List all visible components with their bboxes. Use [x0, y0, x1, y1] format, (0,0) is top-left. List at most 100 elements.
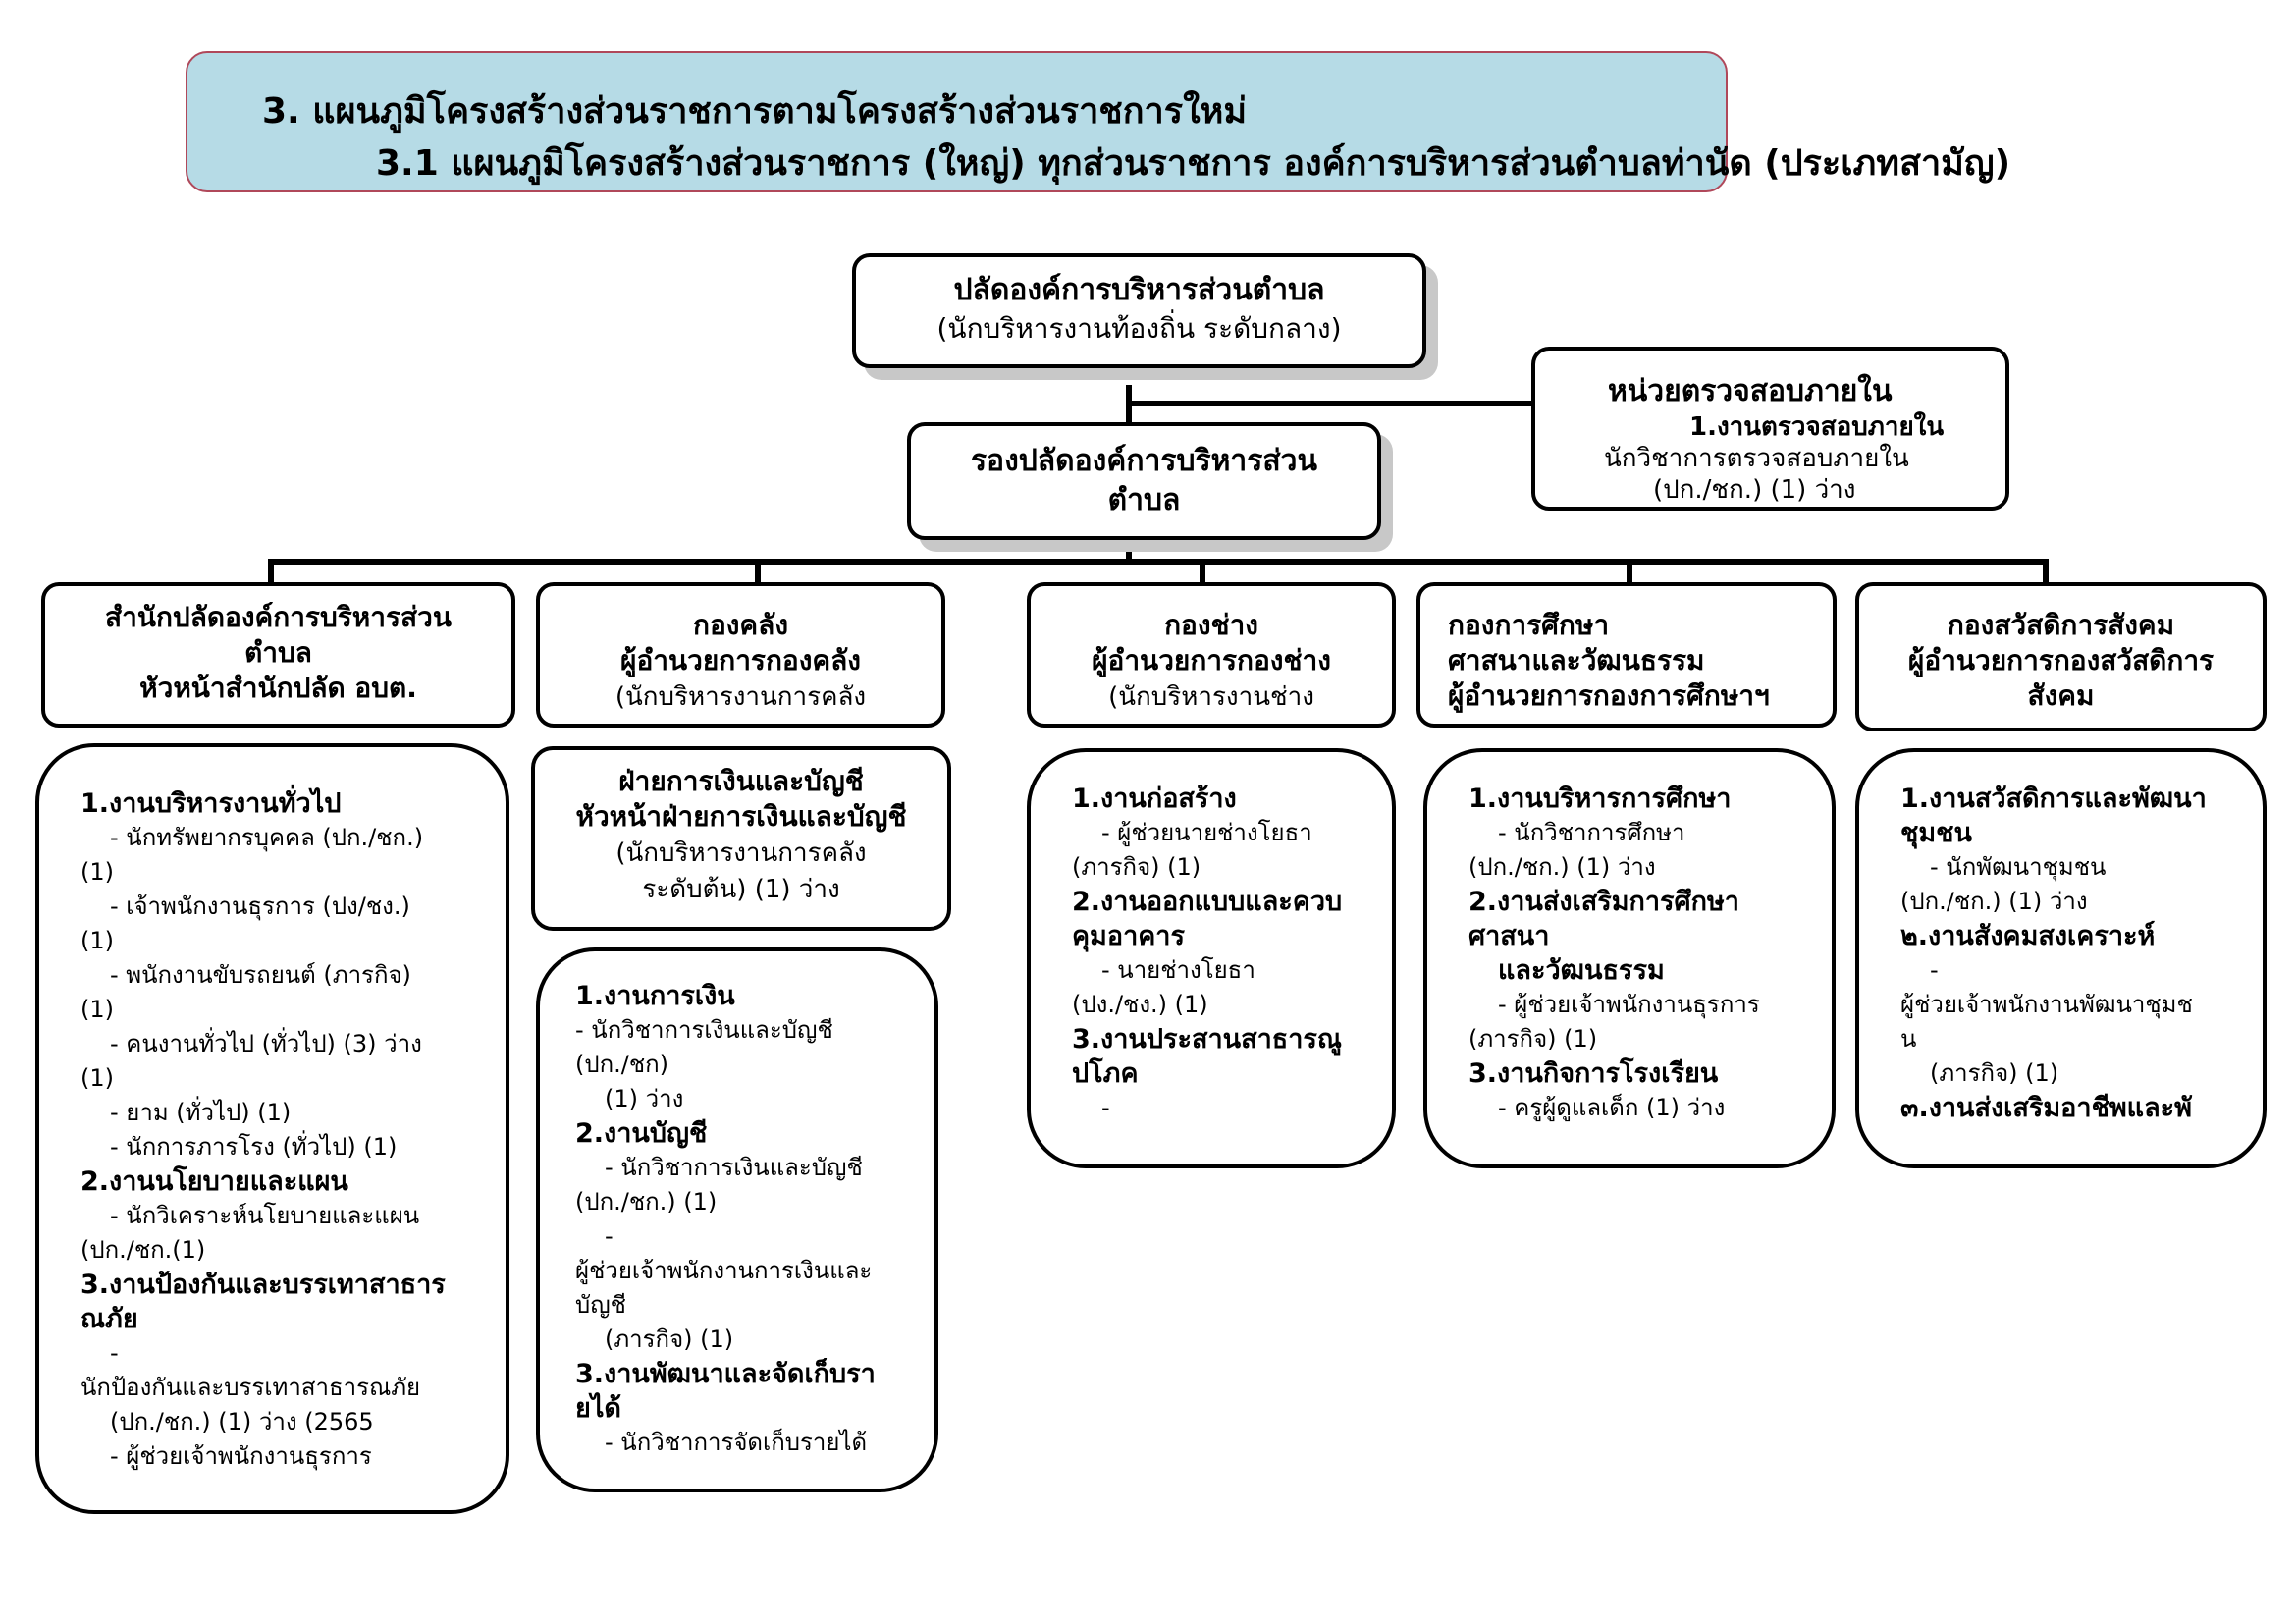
- task-heading: และวัฒนธรรม: [1498, 955, 1665, 986]
- position-item: -: [1101, 1094, 1110, 1121]
- finance-section-line: ฝ่ายการเงินและบัญชี: [618, 765, 864, 797]
- dept-line: ผู้อำนวยการกองสวัสดิการ: [1907, 644, 2215, 677]
- audit-position: นักวิชาการตรวจสอบภายใน: [1604, 444, 1909, 473]
- task-heading: คุมอาคาร: [1072, 921, 1185, 951]
- detail-palad-office: 1.งานบริหารงานทั่วไป - นักทรัพยากรบุคคล …: [35, 743, 509, 1514]
- dept-line: กองการศึกษา: [1448, 609, 1610, 641]
- task-heading: ๓.งานส่งเสริมอาชีพและพั: [1900, 1093, 2192, 1123]
- position-item: (1): [80, 858, 114, 886]
- audit-task: 1.งานตรวจสอบภายใน: [1689, 412, 1945, 442]
- position-item: นักป้องกันและบรรเทาสาธารณภัย: [80, 1374, 421, 1401]
- position-item: - นักวิชาการเงินและบัญชี: [575, 1016, 833, 1044]
- dept-line: (นักบริหารงานช่าง: [1108, 682, 1314, 712]
- position-item: - นายช่างโยธา: [1101, 956, 1255, 984]
- detail-education: 1.งานบริหารการศึกษา - นักวิชาการศึกษา (ป…: [1423, 748, 1836, 1168]
- task-heading: ชุมชน: [1900, 818, 1972, 848]
- task-heading: 2.งานบัญชี: [575, 1118, 708, 1149]
- position-item: - ยาม (ทั่วไป) (1): [110, 1099, 292, 1126]
- task-heading: 2.งานนโยบายและแผน: [80, 1166, 348, 1197]
- position-item: - นักวิชาการศึกษา: [1498, 819, 1685, 846]
- task-heading: 1.งานบริหารการศึกษา: [1468, 784, 1732, 814]
- finance-section-box: ฝ่ายการเงินและบัญชี หัวหน้าฝ่ายการเงินแล…: [531, 746, 951, 931]
- title-banner: [186, 51, 1728, 192]
- deputy-title-line1: รองปลัดองค์การบริหารส่วน: [970, 444, 1318, 478]
- dept-palad-office: สำนักปลัดองค์การบริหารส่วน ตำบล หัวหน้าส…: [41, 582, 515, 728]
- dept-line: กองสวัสดิการสังคม: [1947, 609, 2175, 641]
- task-heading: 1.งานสวัสดิการและพัฒนา: [1900, 784, 2207, 814]
- position-item: (ภารกิจ) (1): [1072, 853, 1201, 881]
- position-item: (ปก./ชก.) (1) ว่าง (2565: [110, 1408, 374, 1435]
- page-subtitle: 3.1 แผนภูมิโครงสร้างส่วนราชการ (ใหญ่) ทุ…: [376, 143, 2011, 184]
- palad-subtitle: (นักบริหารงานท้องถิ่น ระดับกลาง): [936, 312, 1342, 345]
- deputy-title-line2: ตำบล: [1107, 483, 1181, 517]
- connector-main-bus: [268, 559, 2049, 565]
- detail-engineering: 1.งานก่อสร้าง - ผู้ช่วยนายช่างโยธา (ภารก…: [1027, 748, 1396, 1168]
- audit-level: (ปก./ชก.) (1) ว่าง: [1653, 475, 1856, 505]
- position-item: (ปก./ชก): [575, 1051, 669, 1078]
- dept-line: สำนักปลัดองค์การบริหารส่วน: [105, 601, 452, 633]
- position-item: -: [605, 1222, 614, 1250]
- position-item: (1): [80, 927, 114, 954]
- position-item: (ปก./ชก.) (1) ว่าง: [1468, 853, 1656, 881]
- finance-section-line: หัวหน้าฝ่ายการเงินและบัญชี: [575, 800, 907, 833]
- audit-title: หน่วยตรวจสอบภายใน: [1608, 374, 1893, 408]
- position-item: (ภารกิจ) (1): [1930, 1059, 2059, 1087]
- position-item: - ผู้ช่วยเจ้าพนักงานธุรการ: [110, 1442, 372, 1470]
- dept-line: ศาสนาและวัฒนธรรม: [1448, 644, 1705, 677]
- audit-box: หน่วยตรวจสอบภายใน 1.งานตรวจสอบภายใน นักว…: [1531, 347, 2009, 511]
- position-item: - นักทรัพยากรบุคคล (ปก./ชก.): [110, 824, 424, 851]
- dept-line: สังคม: [2027, 679, 2095, 712]
- task-heading: 3.งานประสานสาธารณู: [1072, 1024, 1342, 1055]
- deputy-box: รองปลัดองค์การบริหารส่วน ตำบล: [907, 422, 1381, 540]
- connector-palad-deputy: [1126, 385, 1132, 429]
- task-heading: 2.งานส่งเสริมการศึกษา: [1468, 887, 1739, 917]
- task-heading: ศาสนา: [1468, 921, 1550, 951]
- dept-line: หัวหน้าสำนักปลัด อบต.: [139, 672, 417, 704]
- connector-drop-welfare: [2043, 559, 2049, 586]
- position-item: (ปก./ชก.) (1): [575, 1188, 718, 1216]
- connector-to-audit: [1129, 401, 1531, 406]
- position-item: -: [110, 1339, 119, 1367]
- task-heading: ปโภค: [1072, 1058, 1139, 1089]
- position-item: น: [1900, 1025, 1917, 1053]
- position-item: - ครูผู้ดูแลเด็ก (1) ว่าง: [1498, 1094, 1726, 1121]
- dept-finance: กองคลัง ผู้อำนวยการกองคลัง (นักบริหารงาน…: [536, 582, 945, 728]
- task-heading: 1.งานก่อสร้าง: [1072, 784, 1237, 814]
- position-item: (ปก./ชก.(1): [80, 1236, 206, 1264]
- position-item: - ผู้ช่วยเจ้าพนักงานธุรการ: [1498, 991, 1760, 1018]
- task-heading: 3.งานกิจการโรงเรียน: [1468, 1058, 1719, 1089]
- task-heading: ๒.งานสังคมสงเคราะห์: [1900, 921, 2156, 951]
- dept-line: (นักบริหารงานการคลัง: [614, 682, 867, 712]
- dept-education: กองการศึกษา ศาสนาและวัฒนธรรม ผู้อำนวยการ…: [1416, 582, 1837, 728]
- position-item: (1): [80, 1064, 114, 1092]
- position-item: - เจ้าพนักงานธุรการ (ปง/ชง.): [110, 893, 410, 920]
- finance-section-line: ระดับต้น) (1) ว่าง: [642, 875, 840, 904]
- position-item: (1) ว่าง: [605, 1085, 684, 1112]
- task-heading: 3.งานพัฒนาและจัดเก็บรา: [575, 1359, 876, 1389]
- page-title: 3. แผนภูมิโครงสร้างส่วนราชการตามโครงสร้า…: [262, 91, 1248, 132]
- position-item: บัญชี: [575, 1291, 626, 1319]
- task-heading: ยได้: [575, 1393, 621, 1424]
- position-item: (ภารกิจ) (1): [605, 1326, 734, 1353]
- position-item: -: [1930, 956, 1939, 984]
- task-heading: 1.งานบริหารงานทั่วไป: [80, 788, 342, 819]
- position-item: - นักการภารโรง (ทั่วไป) (1): [110, 1133, 398, 1161]
- palad-box: ปลัดองค์การบริหารส่วนตำบล (นักบริหารงานท…: [852, 253, 1426, 368]
- connector-drop-engineering: [1200, 559, 1205, 586]
- dept-line: ผู้อำนวยการกองการศึกษาฯ: [1448, 679, 1770, 712]
- position-item: (1): [80, 996, 114, 1023]
- position-item: ผู้ช่วยเจ้าพนักงานการเงินและ: [575, 1257, 873, 1284]
- dept-welfare: กองสวัสดิการสังคม ผู้อำนวยการกองสวัสดิกา…: [1855, 582, 2267, 731]
- finance-section-line: (นักบริหารงานการคลัง: [615, 839, 867, 868]
- connector-drop-education: [1627, 559, 1632, 586]
- connector-drop-palad-office: [268, 559, 274, 586]
- position-item: - คนงานทั่วไป (ทั่วไป) (3) ว่าง: [110, 1030, 422, 1057]
- dept-line: ตำบล: [244, 636, 312, 669]
- palad-title: ปลัดองค์การบริหารส่วนตำบล: [953, 273, 1325, 307]
- position-item: - นักวิชาการจัดเก็บรายได้: [605, 1429, 868, 1456]
- dept-line: กองช่าง: [1164, 609, 1258, 641]
- position-item: (ปก./ชก.) (1) ว่าง: [1900, 888, 2088, 915]
- dept-engineering: กองช่าง ผู้อำนวยการกองช่าง (นักบริหารงาน…: [1027, 582, 1396, 728]
- detail-finance: 1.งานการเงิน - นักวิชาการเงินและบัญชี (ป…: [536, 947, 938, 1492]
- connector-drop-finance: [755, 559, 761, 586]
